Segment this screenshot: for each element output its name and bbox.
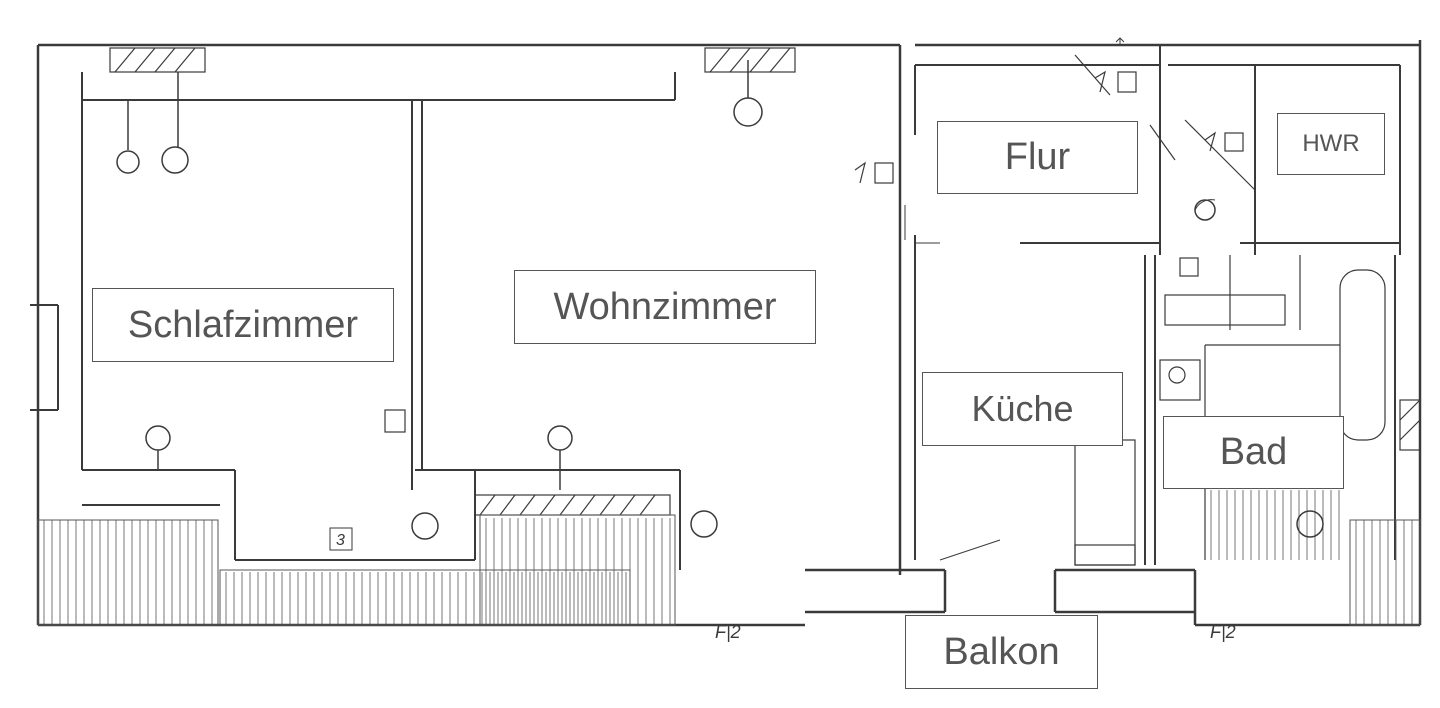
room-name-wohnzimmer: Wohnzimmer <box>553 285 777 328</box>
room-label-wohnzimmer: Wohnzimmer <box>514 270 816 344</box>
room-label-bad: Bad <box>1163 416 1344 489</box>
room-name-flur: Flur <box>1004 136 1071 178</box>
room-label-flur: Flur <box>937 121 1138 194</box>
board-lines <box>43 490 1413 625</box>
door-details <box>904 37 1216 561</box>
room-label-kueche: Küche <box>922 372 1123 446</box>
terrace-boards <box>37 514 1421 626</box>
room-label-hwr: HWR <box>1277 113 1385 175</box>
f2-left-annotation: F|2 <box>715 622 741 642</box>
room-name-bad: Bad <box>1219 431 1288 473</box>
annotations: F|2 F|2 3 <box>336 532 1236 642</box>
room-label-balkon: Balkon <box>905 615 1098 689</box>
window-mark-annotation: 3 <box>336 532 345 549</box>
room-label-schlafzimmer: Schlafzimmer <box>92 288 394 362</box>
room-name-kueche: Küche <box>971 388 1074 429</box>
switches <box>384 54 1256 433</box>
room-name-hwr: HWR <box>1302 130 1360 157</box>
room-name-schlafzimmer: Schlafzimmer <box>127 303 359 346</box>
interior-walls <box>30 45 1401 570</box>
room-name-balkon: Balkon <box>943 630 1060 673</box>
f2-right-annotation: F|2 <box>1210 622 1236 642</box>
